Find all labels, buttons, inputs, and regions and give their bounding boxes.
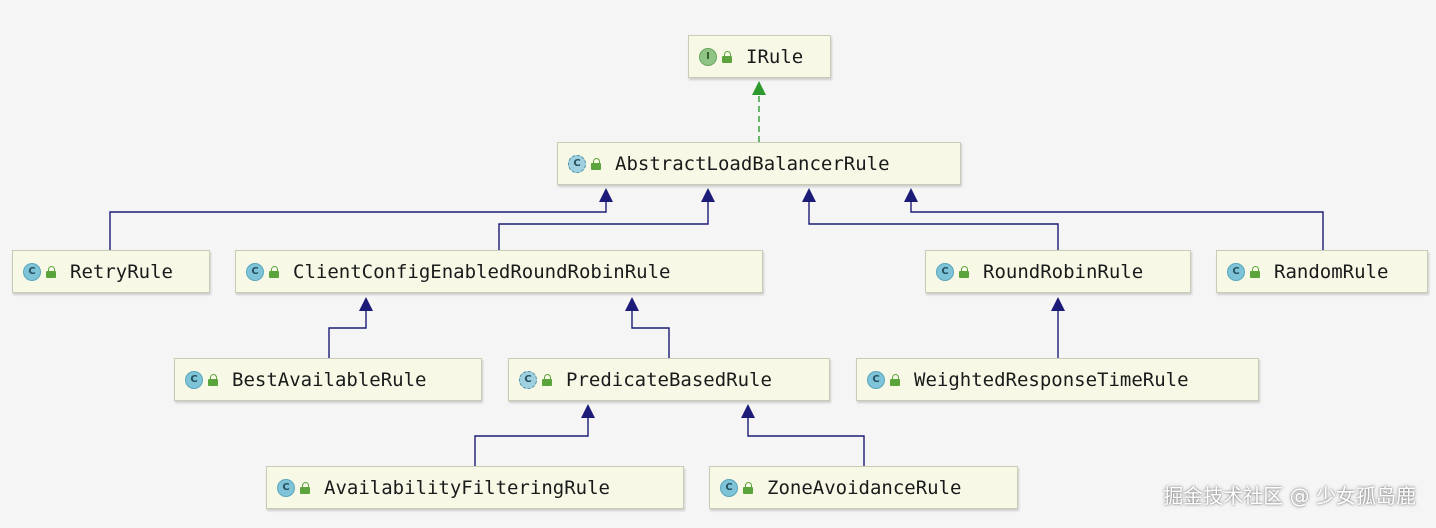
extends-arrowhead: [741, 404, 755, 418]
node-label: RetryRule: [70, 260, 173, 283]
node-label: PredicateBasedRule: [566, 368, 772, 391]
node-label: AbstractLoadBalancerRule: [615, 152, 890, 175]
class-icon: C: [720, 478, 738, 497]
class-icon: C: [246, 262, 264, 281]
node-roundrobinrule[interactable]: C RoundRobinRule: [925, 250, 1191, 293]
lock-icon: [1250, 265, 1260, 278]
class-icon: C: [936, 262, 954, 281]
extends-arrowhead: [701, 188, 715, 202]
watermark: 掘金技术社区 @ 少女孤岛鹿: [1163, 484, 1416, 508]
node-label: BestAvailableRule: [232, 368, 427, 391]
node-label: ZoneAvoidanceRule: [767, 476, 962, 499]
edge-availabilityfilteringrule-extends-predicatebasedrule: [474, 418, 589, 466]
extends-arrowhead: [1051, 297, 1065, 311]
node-label: RandomRule: [1274, 260, 1389, 283]
implements-arrowhead: [752, 81, 766, 95]
lock-icon: [959, 265, 969, 278]
lock-icon: [300, 481, 310, 494]
node-zoneavoidancerule[interactable]: C ZoneAvoidanceRule: [709, 466, 1018, 509]
lock-icon: [722, 50, 732, 63]
node-predicatebasedrule[interactable]: C PredicateBasedRule: [508, 358, 830, 401]
node-irule[interactable]: I IRule: [688, 35, 831, 78]
edge-zoneavoidancerule-extends-predicatebasedrule: [747, 418, 865, 466]
edge-roundrobinrule-extends-abstractloadbalancerrule: [808, 202, 1059, 250]
node-retryrule[interactable]: C RetryRule: [12, 250, 210, 293]
lock-icon: [208, 373, 218, 386]
lock-icon: [542, 373, 552, 386]
extends-arrowhead: [581, 404, 595, 418]
node-availabilityfilteringrule[interactable]: C AvailabilityFilteringRule: [266, 466, 684, 509]
lock-icon: [890, 373, 900, 386]
node-label: RoundRobinRule: [983, 260, 1144, 283]
class-icon: C: [867, 370, 885, 389]
node-label: ClientConfigEnabledRoundRobinRule: [293, 260, 671, 283]
node-label: AvailabilityFilteringRule: [324, 476, 610, 499]
edge-randomrule-extends-abstractloadbalancerrule: [910, 202, 1324, 250]
node-label: WeightedResponseTimeRule: [914, 368, 1189, 391]
lock-icon: [269, 265, 279, 278]
class-icon: C: [185, 370, 203, 389]
edge-predicatebasedrule-extends-clientconfigenabledroundrobinrule: [631, 311, 670, 358]
extends-arrowhead: [625, 297, 639, 311]
lock-icon: [591, 157, 601, 170]
node-weightedresponsetimerule[interactable]: C WeightedResponseTimeRule: [856, 358, 1259, 401]
class-icon: C: [23, 262, 41, 281]
node-abstractloadbalancerrule[interactable]: C AbstractLoadBalancerRule: [557, 142, 961, 185]
abstract-class-icon: C: [519, 370, 537, 389]
interface-icon: I: [699, 47, 717, 66]
extends-arrowhead: [359, 297, 373, 311]
node-clientconfigenabledroundrobinrule[interactable]: C ClientConfigEnabledRoundRobinRule: [235, 250, 763, 293]
abstract-class-icon: C: [568, 154, 586, 173]
extends-arrowhead: [904, 188, 918, 202]
class-icon: C: [277, 478, 295, 497]
lock-icon: [46, 265, 56, 278]
node-label: IRule: [746, 45, 804, 68]
lock-icon: [743, 481, 753, 494]
node-bestavailablerule[interactable]: C BestAvailableRule: [174, 358, 482, 401]
class-icon: C: [1227, 262, 1245, 281]
edge-clientconfigenabledroundrobinrule-extends-abstractloadbalancerrule: [498, 202, 709, 250]
node-randomrule[interactable]: C RandomRule: [1216, 250, 1428, 293]
edge-retryrule-extends-abstractloadbalancerrule: [109, 202, 607, 250]
extends-arrowhead: [802, 188, 816, 202]
edge-bestavailablerule-extends-clientconfigenabledroundrobinrule: [328, 311, 367, 358]
extends-arrowhead: [599, 188, 613, 202]
